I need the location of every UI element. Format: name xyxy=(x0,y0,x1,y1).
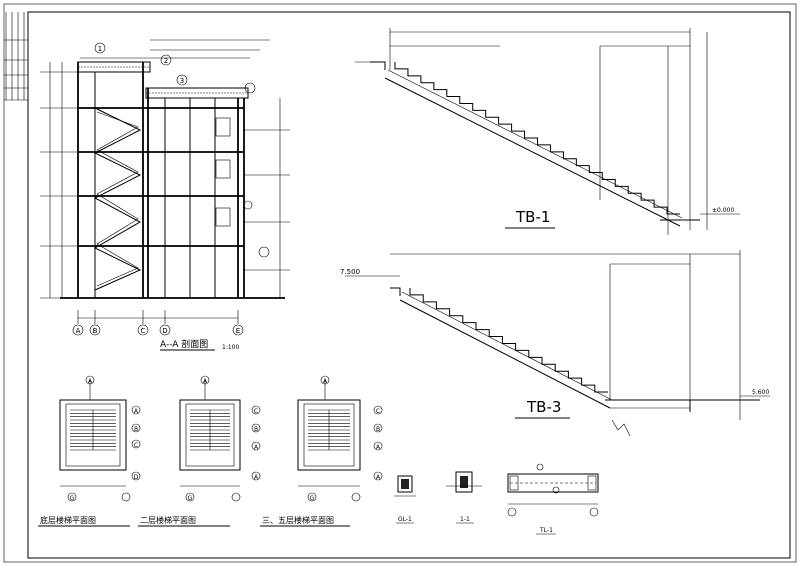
detail-gl1: GL-1 xyxy=(394,475,416,524)
title-strip xyxy=(4,12,28,101)
detail-tl1: TL-1 xyxy=(507,463,599,535)
tb3-start-mark: 7.500 xyxy=(340,268,360,276)
axis-label: C xyxy=(141,327,146,335)
inner-border xyxy=(27,11,791,559)
outer-border xyxy=(3,3,797,563)
section-axis-bubbles: A B C D E xyxy=(72,324,244,336)
plan2-axis: A xyxy=(254,474,259,481)
axis-label: D xyxy=(162,327,167,335)
plan3-axis: B xyxy=(376,426,380,433)
detail-gl1-label: GL-1 xyxy=(398,516,412,523)
plan3-axis: A xyxy=(376,474,381,481)
plan1-top-axis: A xyxy=(88,378,93,385)
plan3-axis: C xyxy=(376,408,380,415)
plan3-title: 三、五层楼梯平面图 xyxy=(262,515,334,525)
axis-label: E xyxy=(236,327,240,335)
plan-1: A A B C D G 底层楼梯平面图 xyxy=(38,375,141,527)
tb3-end-mark: 5.600 xyxy=(752,389,769,396)
plan1-axis: D xyxy=(134,474,139,481)
axis-label: A xyxy=(76,327,81,335)
detail-1-1: 1-1 xyxy=(446,471,482,524)
plan1-axis: B xyxy=(134,426,138,433)
section-a-a: 1 2 3 A B C D E A--A 剖面图 1:100 xyxy=(40,39,290,351)
tb1-label: TB-1 xyxy=(515,208,550,226)
plan1-axis: A xyxy=(134,408,139,415)
plan3-axis: A xyxy=(376,444,381,451)
plan1-axis: C xyxy=(134,442,138,449)
stair-tb1: ±0.000 TB-1 xyxy=(355,28,740,235)
plan2-bottom-axis: G xyxy=(188,495,193,502)
callout-3 xyxy=(176,74,188,86)
plan1-title: 底层楼梯平面图 xyxy=(40,515,96,525)
plan2-axis: C xyxy=(254,408,258,415)
plan2-axis: A xyxy=(254,444,259,451)
plan3-bottom-axis: G xyxy=(310,495,315,502)
section-title: A--A 剖面图 xyxy=(160,338,208,350)
plan2-axis: B xyxy=(254,426,258,433)
callout-2 xyxy=(160,54,172,66)
plan1-bottom-axis: G xyxy=(70,495,75,502)
callout-2-label: 2 xyxy=(164,57,168,65)
callout-3-label: 3 xyxy=(180,77,184,85)
plan-2: A C B A A G 二层楼梯平面图 xyxy=(138,375,261,527)
detail-tl1-label: TL-1 xyxy=(539,527,553,534)
axis-label: B xyxy=(93,327,98,335)
callout-1 xyxy=(94,42,106,54)
section-scale: 1:100 xyxy=(222,344,239,351)
tb3-label: TB-3 xyxy=(526,398,561,416)
plan2-top-axis: A xyxy=(203,378,208,385)
stair-tb3: 7.500 5.600 TB-3 xyxy=(340,250,770,437)
detail-1-1-label: 1-1 xyxy=(460,516,470,523)
plan-3: A C B A A G 三、五层楼梯平面图 xyxy=(260,375,383,527)
plan2-title: 二层楼梯平面图 xyxy=(140,515,196,525)
callout-1-label: 1 xyxy=(98,45,102,53)
plan3-top-axis: A xyxy=(323,378,328,385)
tb1-elevation: ±0.000 xyxy=(712,207,734,214)
